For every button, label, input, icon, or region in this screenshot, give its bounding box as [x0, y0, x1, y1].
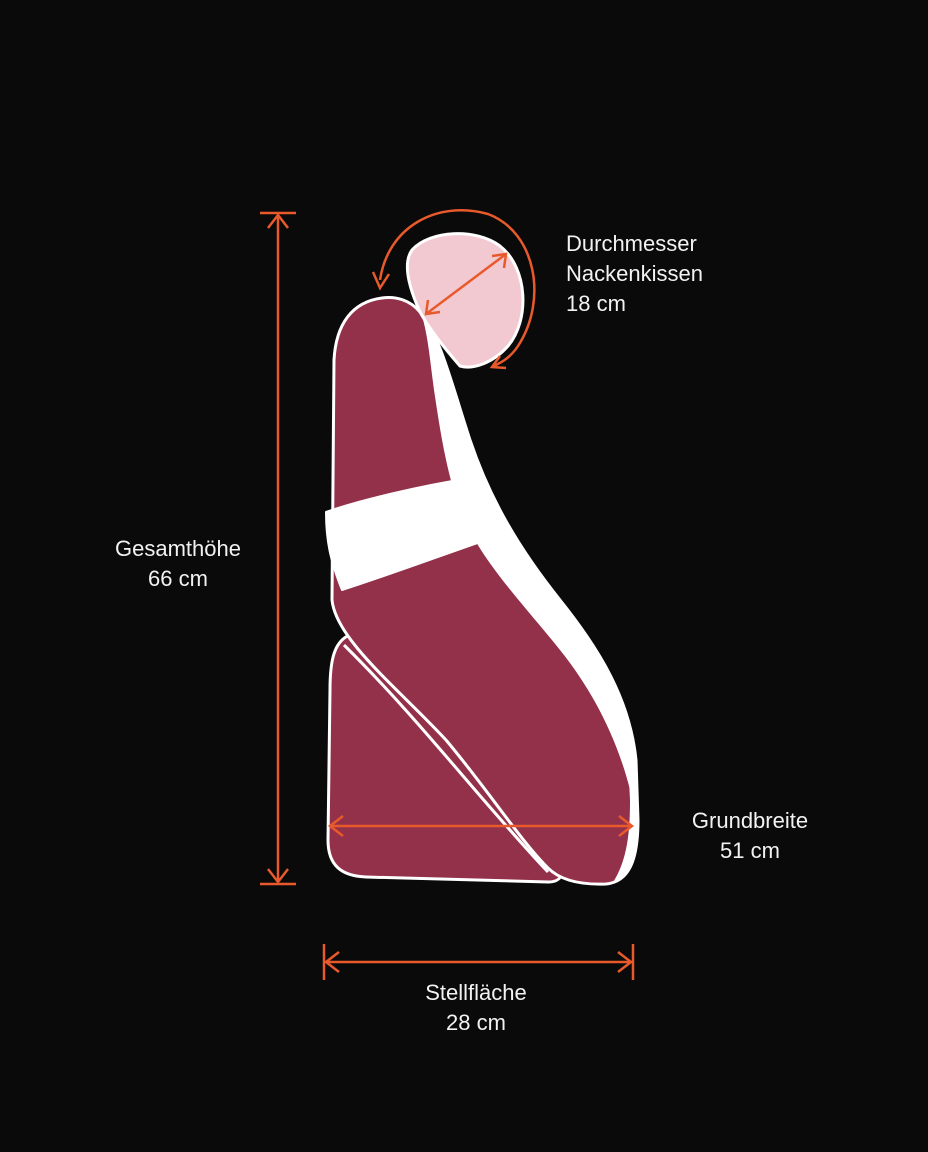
neck-pillow-title-line2: Nackenkissen [566, 261, 703, 286]
cushion-seam [342, 643, 550, 874]
height-arrowhead-bottom [267, 868, 289, 885]
cushion-rim-wide [422, 316, 638, 830]
neck-pillow [405, 232, 525, 369]
neck-pillow-diameter-line [425, 253, 507, 315]
neck-pillow-arc [378, 209, 536, 368]
base-width-value: 51 cm [720, 838, 780, 863]
footprint-title: Stellfläche [425, 980, 527, 1005]
diameter-arrowhead-a [424, 299, 441, 316]
footprint-arrowhead-left [323, 951, 340, 973]
neck-pillow-label: Durchmesser Nackenkissen 18 cm [566, 229, 703, 319]
neck-pillow-title-line1: Durchmesser [566, 231, 697, 256]
total-height-value: 66 cm [148, 566, 208, 591]
neck-pillow-value: 18 cm [566, 291, 626, 316]
arc-arrowhead-end [489, 355, 507, 370]
footprint-arrowhead-right [617, 951, 634, 973]
total-height-title: Gesamthöhe [115, 536, 241, 561]
arc-arrowhead-start [371, 271, 391, 291]
base-width-arrowhead-right [618, 815, 635, 837]
diameter-arrowhead-b [491, 252, 508, 269]
height-arrowhead-top [267, 212, 289, 229]
footprint-label: Stellfläche 28 cm [396, 978, 556, 1038]
cushion-rim [420, 312, 638, 884]
base-width-label: Grundbreite 51 cm [670, 806, 830, 866]
total-height-label: Gesamthöhe 66 cm [100, 534, 256, 594]
base-width-title: Grundbreite [691, 808, 809, 833]
footprint-value: 28 cm [446, 1010, 506, 1035]
base-width-arrowhead-left [327, 815, 344, 837]
white-band [325, 477, 487, 591]
